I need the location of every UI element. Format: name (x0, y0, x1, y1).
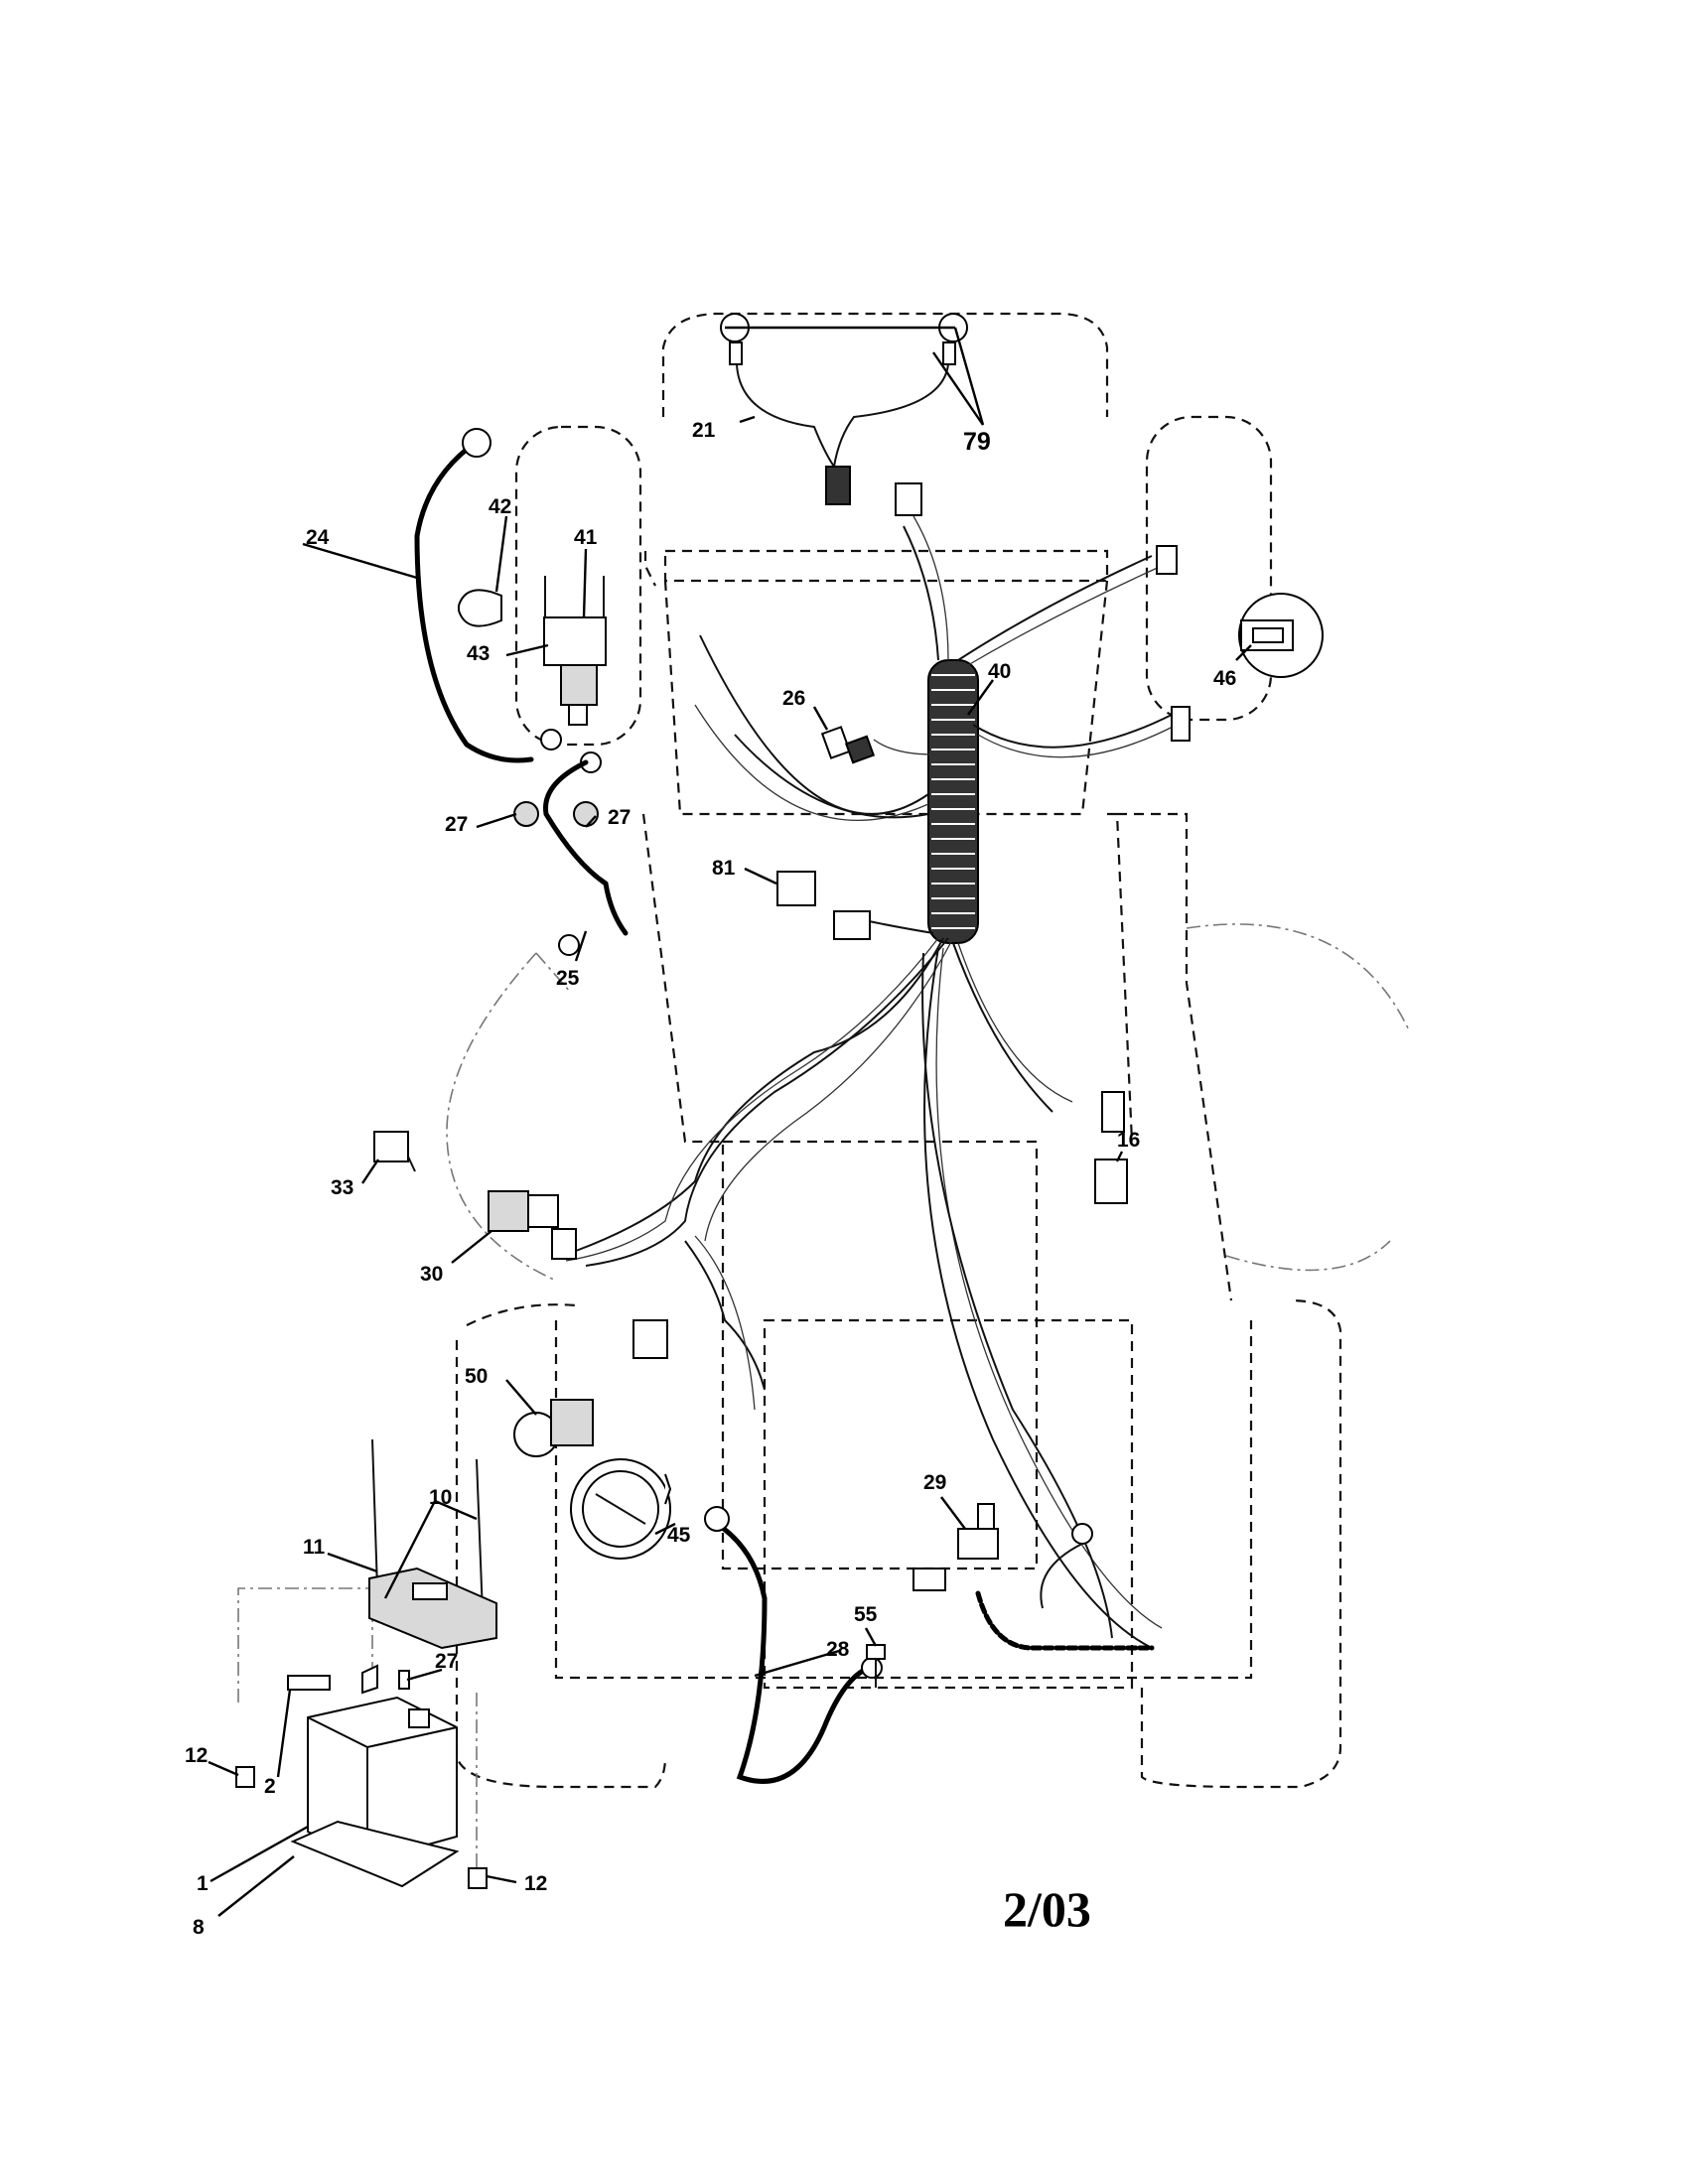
callout-2-label: 2 (264, 1775, 276, 1798)
callout-81-label: 81 (712, 857, 736, 880)
pto-switch (1094, 1091, 1128, 1204)
seat-switch (957, 1503, 1093, 1609)
callout-29-label: 29 (923, 1471, 946, 1494)
callout-24: 24 (306, 526, 330, 549)
callout-45-label: 45 (667, 1524, 691, 1547)
seat-harness-coil (975, 1590, 1155, 1651)
ground-cable (543, 759, 629, 936)
battery-cable (414, 439, 534, 763)
ammeter (570, 1458, 672, 1560)
callout-40-label: 40 (988, 660, 1011, 683)
bolt (866, 1644, 886, 1688)
locknut-right (573, 801, 599, 827)
wire-harness (565, 515, 1178, 1649)
harness-corrugated-sleeve (927, 659, 979, 944)
callout-27-battery-label: 27 (435, 1650, 458, 1673)
callout-28-label: 28 (826, 1638, 850, 1661)
leader-lines (208, 326, 1252, 1917)
callout-27-left: 27 (445, 813, 468, 836)
starter-cable-end-terminal (861, 1657, 883, 1679)
ignition-switch (488, 1190, 577, 1260)
callouts: 24 1 42 41 43 27 27 25 21 79 26 40 46 81… (185, 419, 1236, 1939)
light-switch (513, 1399, 594, 1457)
locknut-left (513, 801, 539, 827)
tractor-outline (237, 312, 1411, 1876)
fuse-holder (820, 726, 876, 764)
ignition-key (373, 1131, 416, 1172)
callout-30-label: 30 (420, 1263, 443, 1286)
date-code: 2/03 (1003, 1881, 1091, 1937)
callout-10-label: 10 (429, 1486, 452, 1509)
battery-clip-left (235, 1766, 255, 1788)
callout-27-right: 27 (608, 806, 631, 829)
hour-meter (1238, 593, 1324, 678)
headlight-assembly (720, 313, 968, 516)
starter-cable (714, 1521, 872, 1784)
callout-16-label: 16 (1117, 1129, 1140, 1152)
callout-79-label: 79 (963, 428, 991, 456)
callout-41-label: 41 (574, 526, 598, 549)
callout-46-label: 46 (1213, 667, 1236, 690)
callout-12-bottom-label: 12 (524, 1872, 547, 1895)
callout-25-label: 25 (556, 967, 580, 990)
harness-connector-block (632, 1319, 668, 1359)
callout-8-label: 8 (193, 1916, 205, 1939)
harness-connector-right (1156, 545, 1191, 742)
callout-26-label: 26 (782, 687, 805, 710)
ground-ring-terminal (558, 934, 580, 956)
solenoid-assembly (458, 576, 607, 773)
battery-clip-right (468, 1867, 488, 1889)
cable-ring-terminal (462, 428, 491, 458)
callout-21-label: 21 (692, 419, 716, 442)
callout-12-left-label: 12 (185, 1744, 208, 1767)
callout-43-label: 43 (467, 642, 490, 665)
seat-switch-connector (912, 1568, 946, 1591)
starter-cable-ring-terminal (704, 1506, 730, 1532)
callout-42-label: 42 (489, 495, 511, 518)
callout-1-label: 1 (197, 1872, 209, 1895)
battery (307, 1696, 458, 1863)
callout-33-label: 33 (331, 1176, 353, 1199)
callout-50-label: 50 (465, 1365, 488, 1388)
battery-hold-down (368, 1438, 497, 1650)
battery-tray (290, 1820, 460, 1888)
relay (776, 871, 871, 940)
terminal-bolt (287, 1664, 410, 1695)
callout-11-label: 11 (303, 1536, 326, 1559)
callout-55-label: 55 (854, 1603, 878, 1626)
